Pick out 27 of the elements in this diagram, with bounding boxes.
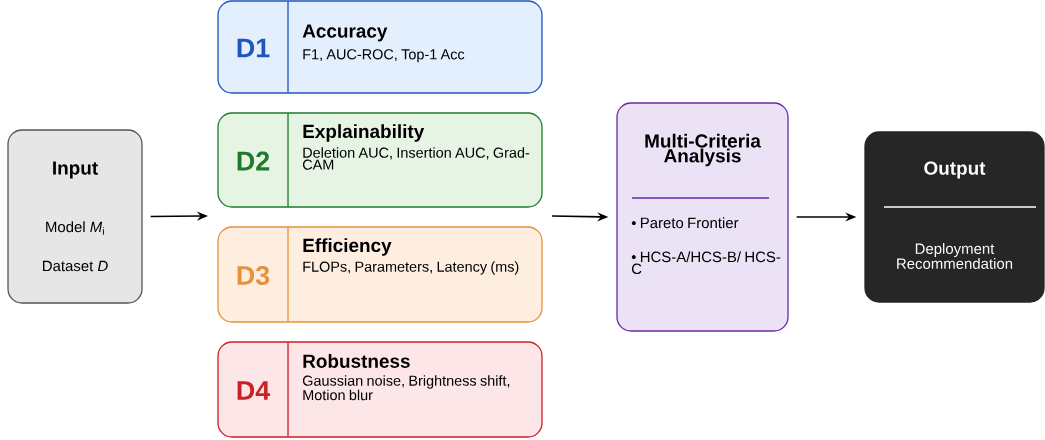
input-box (7, 129, 143, 304)
dimension-code: D3 (237, 265, 270, 286)
box-text: Model M$_{i}$ (46, 221, 104, 235)
box-heading: Explainability (303, 124, 425, 142)
box-text: Dataset D (43, 260, 108, 272)
analysis-box (616, 102, 789, 332)
box-heading: Multi-Criteria Analysis (645, 133, 761, 167)
output-box (864, 131, 1045, 303)
box-heading: Output (924, 161, 986, 179)
box-text: FLOPs, Parameters, Latency (ms) (303, 261, 519, 275)
criterion-box (217, 112, 543, 208)
bullet-item: • HCS-A/HCS-B/ HCS-C (631, 251, 781, 275)
box-text: F1, AUC-ROC, Top-1 Acc (303, 49, 465, 63)
box-heading: Accuracy (302, 24, 388, 42)
bullet-item: • Pareto Frontier (631, 217, 739, 229)
criterion-box (217, 226, 543, 323)
box-text: Gaussian noise, Brightness shift, Motion blur (302, 375, 510, 401)
criterion-box (217, 0, 543, 94)
box-heading: Efficiency (303, 238, 392, 256)
dimension-code: D1 (237, 38, 270, 58)
criterion-box (217, 341, 543, 438)
dimension-code: D4 (237, 381, 271, 400)
box-heading: Input (53, 161, 98, 179)
dimension-code: D2 (237, 151, 270, 171)
box-text: Deletion AUC, Insertion AUC, Grad-CAM (302, 147, 530, 170)
box-heading: Robustness (303, 354, 410, 368)
box-text: Deployment Recommendation (897, 243, 1013, 269)
